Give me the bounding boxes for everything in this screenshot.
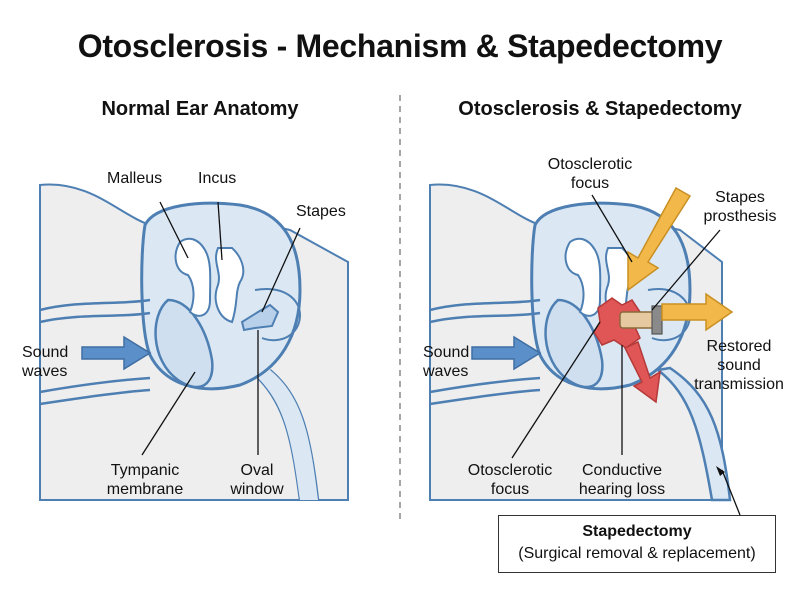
sound-waves-arrow-right (471, 335, 542, 371)
stapes-bone (240, 303, 280, 332)
label-otosclerotic-focus-bottom: Otosclerotic focus (455, 461, 565, 499)
leader-callout-arrowhead (716, 466, 725, 476)
incus-bone (214, 247, 245, 324)
right-panel-heading: Otosclerosis & Stapedectomy (458, 98, 742, 120)
label-oval-window-line2: window (230, 481, 284, 498)
label-prosthesis-line2: prosthesis (703, 208, 777, 225)
left-ear-illustration (39, 183, 349, 501)
label-incus: Incus (198, 170, 237, 187)
label-restored-line3: transmission (694, 376, 784, 393)
label-tympanic-membrane: Tympanic membrane (95, 461, 195, 499)
label-conductive-hearing-loss: Conductive hearing loss (568, 461, 676, 499)
label-sound-waves-right: Sound waves (423, 343, 469, 381)
leader-prosthesis (651, 229, 721, 311)
leader-malleus (159, 201, 189, 259)
label-sound-waves-right-line1: Sound (423, 344, 470, 361)
label-focus-bottom-line1: Otosclerotic (467, 462, 553, 479)
label-hearing-loss-line2: hearing loss (578, 481, 666, 498)
label-hearing-loss-line1: Conductive (581, 462, 663, 479)
stapedectomy-callout-box: Stapedectomy (Surgical removal & replace… (498, 515, 776, 573)
label-restored-sound: Restored sound transmission (680, 337, 798, 394)
prosthesis-insertion-arrow (627, 186, 692, 292)
label-focus-bottom-line2: focus (490, 481, 530, 498)
malleus-bone-right (564, 237, 602, 317)
leader-focus-bottom (511, 321, 601, 459)
label-oval-window-line1: Oval (240, 462, 274, 479)
page-title: Otosclerosis - Mechanism & Stapedectomy (77, 28, 723, 64)
label-stapes: Stapes (296, 203, 346, 220)
leader-stapes (261, 227, 301, 313)
label-focus-top-line2: focus (570, 175, 610, 192)
label-sound-waves-left-line1: Sound (22, 344, 69, 361)
label-focus-top-line1: Otosclerotic (547, 156, 633, 173)
oval-window-niche (254, 288, 302, 342)
label-sound-waves-right-line2: waves (423, 363, 469, 380)
stapes-prosthesis-footplate (651, 305, 663, 335)
leader-tympanic (141, 371, 196, 456)
label-prosthesis-line1: Stapes (715, 189, 765, 206)
label-restored-line1: Restored (706, 338, 772, 355)
callout-subtitle: (Surgical removal & replacement) (518, 545, 756, 562)
label-otosclerotic-focus-top: Otosclerotic focus (535, 155, 645, 193)
stapes-prosthesis-piston (619, 311, 657, 329)
label-restored-line2: sound (717, 357, 761, 374)
label-tympanic-line1: Tympanic (110, 462, 180, 479)
inner-canal-fill (258, 370, 318, 500)
ear-canal-upper (39, 298, 151, 324)
callout-title: Stapedectomy (582, 523, 692, 540)
ear-canal-lower (39, 376, 151, 406)
ear-canal-upper-right (429, 298, 541, 324)
leader-focus-top (591, 194, 633, 263)
tympanic-membrane-shape (154, 298, 214, 389)
label-malleus: Malleus (107, 170, 163, 187)
ear-canal-lower-right (429, 376, 541, 406)
label-oval-window: Oval window (222, 461, 292, 499)
leader-incus (217, 201, 223, 261)
sound-waves-arrow-left (81, 335, 152, 371)
label-tympanic-line2: membrane (106, 481, 184, 498)
tympanic-membrane-shape-right (544, 298, 604, 389)
leader-callout (721, 469, 741, 516)
left-panel-heading: Normal Ear Anatomy (101, 98, 299, 120)
malleus-bone (174, 237, 212, 317)
label-stapes-prosthesis: Stapes prosthesis (695, 188, 785, 226)
inner-canal-right (654, 366, 732, 502)
restored-transmission-arrow (661, 292, 734, 332)
hearing-loss-arrow (623, 340, 661, 404)
label-sound-waves-left-line2: waves (22, 363, 68, 380)
label-sound-waves-left: Sound waves (22, 343, 68, 381)
